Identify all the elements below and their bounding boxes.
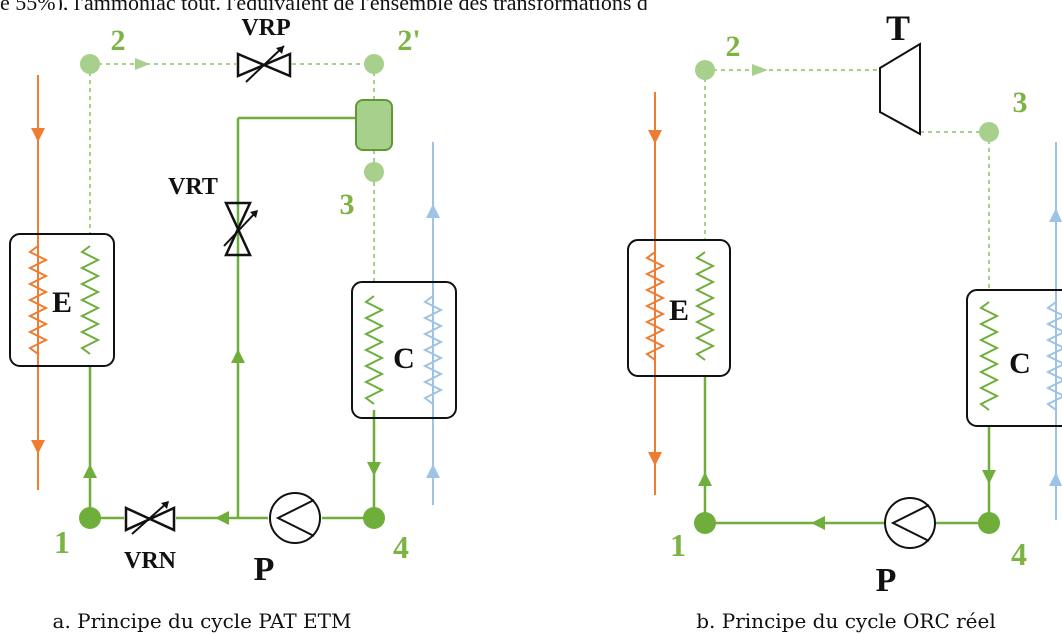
caption-left: a. Principe du cycle PAT ETM bbox=[53, 609, 352, 633]
vapor-lines-left bbox=[89, 58, 375, 285]
point-1-right bbox=[694, 512, 716, 534]
hot-source-line-left bbox=[31, 75, 45, 490]
point-2p-label-left: 2' bbox=[397, 24, 420, 57]
point-2p-left bbox=[364, 54, 384, 74]
point-4-left bbox=[363, 507, 385, 529]
evaporator-label-right: E bbox=[669, 294, 689, 327]
vrn-label: VRN bbox=[124, 548, 177, 574]
evaporator-right: E bbox=[627, 239, 731, 377]
turbine-label: T bbox=[886, 8, 910, 48]
point-3-label-right: 3 bbox=[1013, 86, 1028, 119]
liquid-lines-left bbox=[83, 116, 381, 525]
point-2-label-left: 2 bbox=[111, 24, 126, 57]
condenser-label: C bbox=[393, 342, 415, 375]
condenser-left: C bbox=[351, 281, 457, 419]
point-2-left bbox=[80, 54, 100, 74]
point-1-left bbox=[79, 507, 101, 529]
condenser-right: C bbox=[966, 289, 1062, 427]
point-1-label-left: 1 bbox=[54, 524, 70, 560]
point-4-right bbox=[978, 512, 1000, 534]
caption-right: b. Principe du cycle ORC réel bbox=[696, 609, 995, 633]
vrn-valve bbox=[124, 501, 176, 535]
point-4-label-left: 4 bbox=[393, 529, 409, 565]
point-2-right bbox=[695, 60, 715, 80]
pump-label-right: P bbox=[876, 562, 897, 599]
cold-source-line-right bbox=[1049, 142, 1062, 520]
diagram-left: E C VRP VRT bbox=[9, 15, 457, 633]
liquid-lines-right bbox=[698, 375, 996, 530]
condenser-label-right: C bbox=[1009, 347, 1031, 380]
point-1-label-right: 1 bbox=[670, 527, 686, 563]
point-3-right bbox=[979, 122, 999, 142]
vrt-valve bbox=[223, 201, 258, 257]
vrp-valve bbox=[236, 45, 292, 83]
pump-label-left: P bbox=[254, 551, 275, 588]
point-4-label-right: 4 bbox=[1011, 536, 1027, 572]
vrt-label: VRT bbox=[168, 174, 218, 200]
pump-right bbox=[884, 497, 936, 549]
point-3-left bbox=[364, 162, 384, 182]
point-3-label-left: 3 bbox=[340, 188, 355, 221]
cold-source-line-left bbox=[426, 142, 440, 505]
pump-left bbox=[269, 492, 321, 544]
diagram-right: E C T P 2 3 1 4 b. Principe du cycle ORC… bbox=[627, 8, 1062, 633]
vrp-label: VRP bbox=[241, 15, 290, 41]
vapor-lines-right bbox=[704, 64, 990, 290]
turbine bbox=[879, 42, 921, 136]
evaporator-label: E bbox=[52, 286, 72, 319]
separator-tank bbox=[355, 99, 393, 151]
header-text-fragment: e 55%), l'ammoniac tout. l'équivalent de… bbox=[0, 0, 1062, 10]
evaporator-left: E bbox=[9, 233, 115, 367]
point-2-label-right: 2 bbox=[726, 30, 741, 63]
